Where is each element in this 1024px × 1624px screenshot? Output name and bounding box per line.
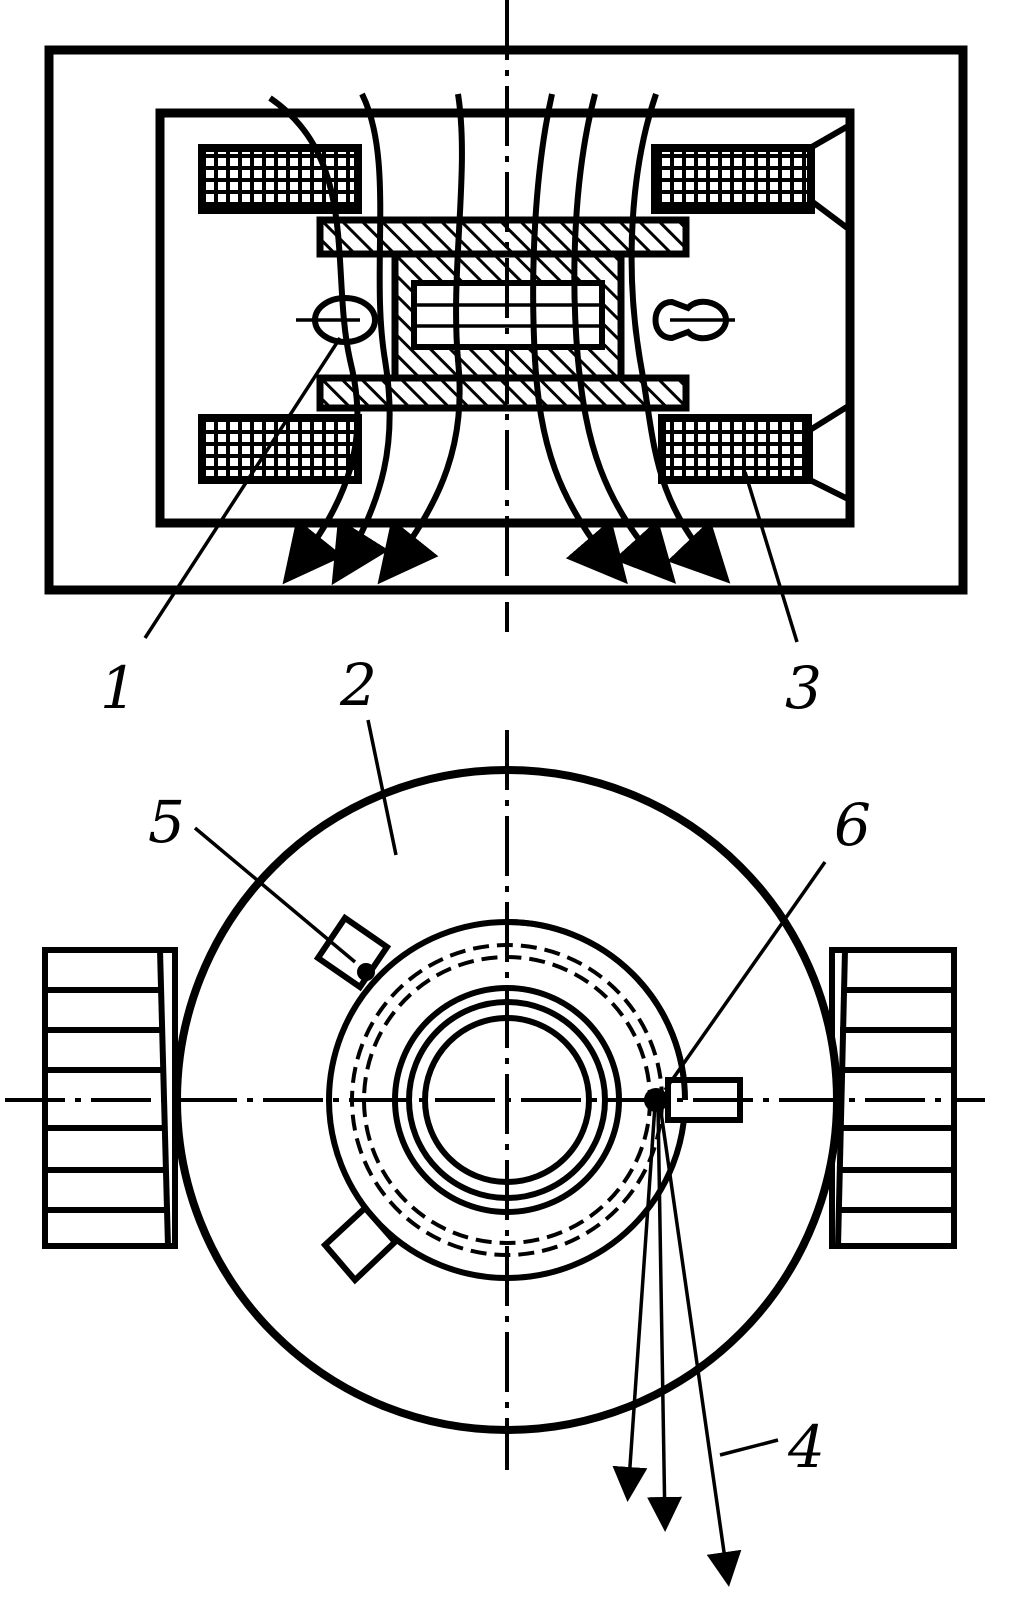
beam-3: [658, 1104, 742, 1587]
leader-2: [366, 719, 398, 856]
trajectory-6: [628, 93, 731, 584]
coil-bottom-right: [658, 414, 812, 484]
lug-bottom-left: [320, 1203, 400, 1285]
bottom-view: [5, 719, 985, 1587]
beams: [612, 1104, 742, 1587]
leader-1: [143, 337, 342, 639]
beam-1: [612, 1104, 657, 1502]
right-pole-contour: [807, 122, 852, 503]
label-2: 2: [339, 651, 377, 719]
top-view: [44, 0, 968, 643]
label-4: 4: [787, 1413, 825, 1481]
trajectory-5: [571, 93, 677, 584]
label-5: 5: [148, 788, 185, 856]
label-6: 6: [834, 791, 871, 859]
label-1: 1: [100, 654, 137, 722]
trajectory-1: [268, 95, 361, 585]
trajectories-top: [268, 92, 731, 586]
trajectory-4: [530, 93, 628, 585]
label-3: 3: [785, 654, 822, 722]
coil-top-right: [651, 144, 815, 214]
pole-plate-bottom: [316, 374, 690, 412]
beam-2: [647, 1104, 683, 1532]
ring-arc-overlay: [506, 919, 688, 1101]
source-dot: [357, 963, 375, 981]
leader-4: [719, 1438, 779, 1457]
leader-5: [193, 826, 357, 964]
right-port: [652, 298, 730, 342]
leader-6: [663, 860, 827, 1092]
leader-3: [743, 471, 799, 643]
trajectory-3: [377, 93, 465, 585]
trajectory-2: [331, 92, 393, 586]
